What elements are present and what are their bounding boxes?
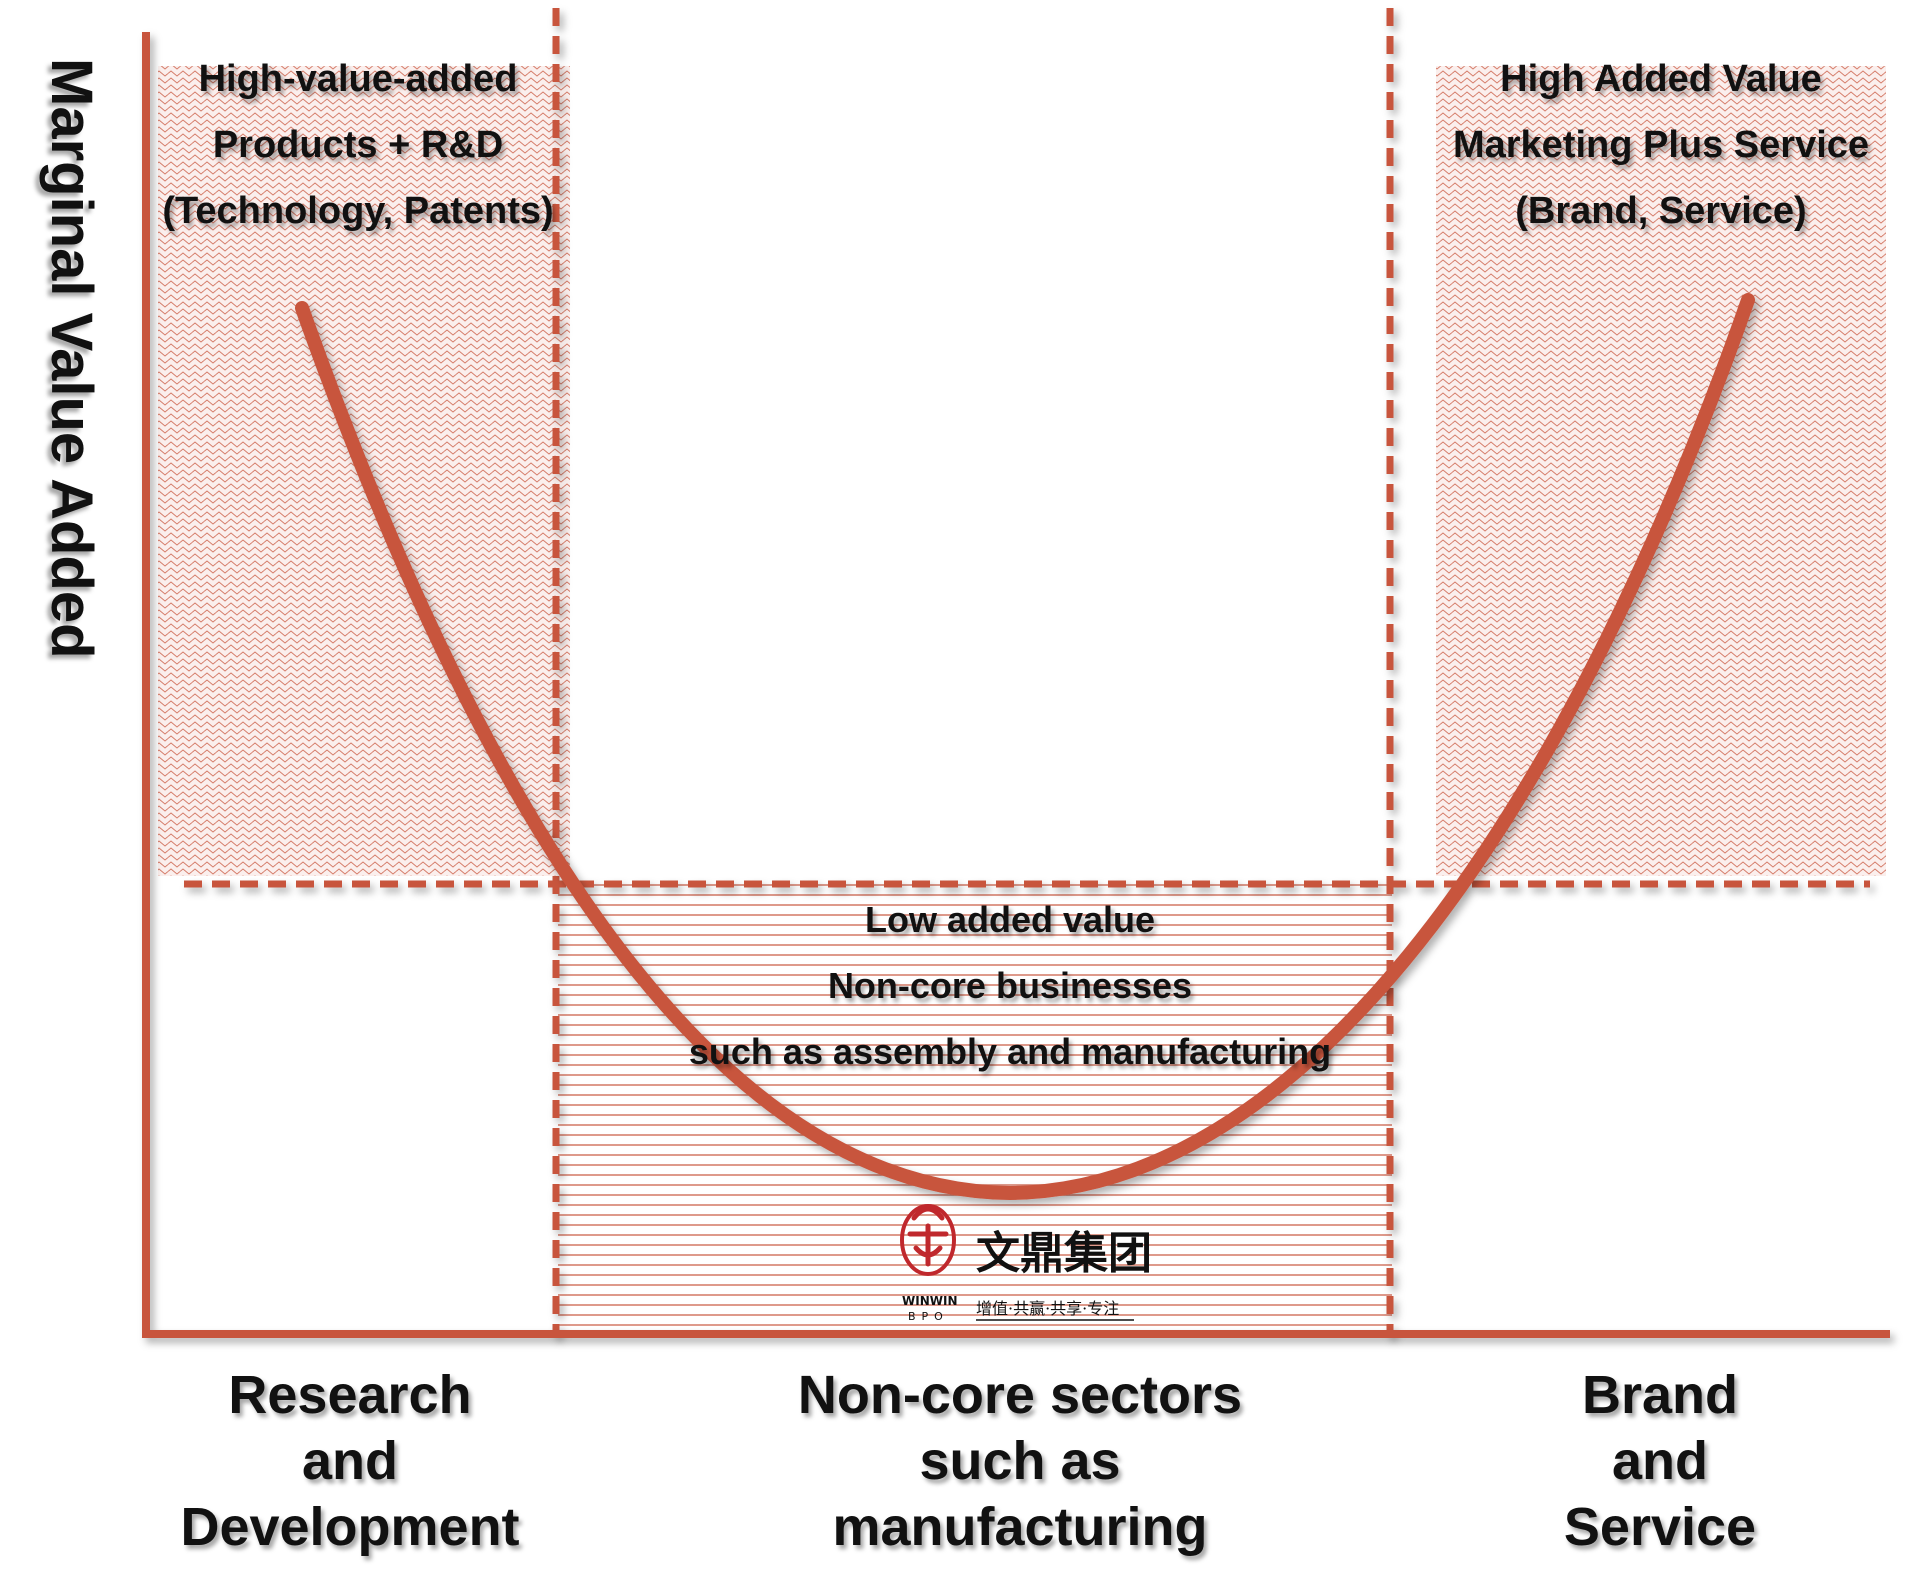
category-1-line-1: Research [228,1365,472,1425]
left-box-line-2: Products + R&D [212,124,504,166]
company-logo: 文鼎集团 WINWIN BPO 增值·共赢·共享·专注 [900,1204,1152,1323]
middle-box-label: Low added value Non-core businesses such… [610,902,1410,1100]
category-research-development: Research and Development [140,1368,560,1566]
right-box-line-2: Marketing Plus Service [1452,124,1870,166]
category-2-line-3: manufacturing [832,1497,1208,1557]
category-2-line-2: such as [919,1431,1121,1491]
category-brand-service: Brand and Service [1480,1368,1840,1566]
left-box-label: High-value-added Products + R&D (Technol… [138,60,578,258]
seal-icon [900,1204,956,1276]
category-3-line-1: Brand [1581,1365,1738,1425]
logo-slogan-cn: 增值·共赢·共享·专注 [976,1299,1119,1318]
middle-box-line-2: Non-core businesses [827,965,1193,1006]
right-box-line-3: (Brand, Service) [1515,190,1807,232]
right-region-pattern [1436,66,1886,876]
left-box-line-1: High-value-added [198,58,518,100]
category-3-line-2: and [1611,1431,1708,1491]
smile-curve [295,293,1755,1201]
logo-name-cn: 文鼎集团 [976,1228,1152,1279]
logo-brand-en: WINWIN [902,1294,958,1308]
category-1-line-2: and [301,1431,398,1491]
category-2-line-1: Non-core sectors [797,1365,1243,1425]
category-3-line-3: Service [1563,1497,1757,1557]
middle-box-line-1: Low added value [864,899,1156,940]
right-box-label: High Added Value Marketing Plus Service … [1436,60,1886,258]
middle-box-line-3: such as assembly and manufacturing [688,1031,1332,1072]
category-1-line-3: Development [180,1497,520,1557]
logo-brand-sub: BPO [908,1310,949,1323]
category-non-core-sectors: Non-core sectors such as manufacturing [720,1368,1320,1566]
left-box-line-3: (Technology, Patents) [162,190,554,232]
y-axis-label: Marginal Value Added [39,58,104,659]
right-box-line-1: High Added Value [1500,58,1822,100]
